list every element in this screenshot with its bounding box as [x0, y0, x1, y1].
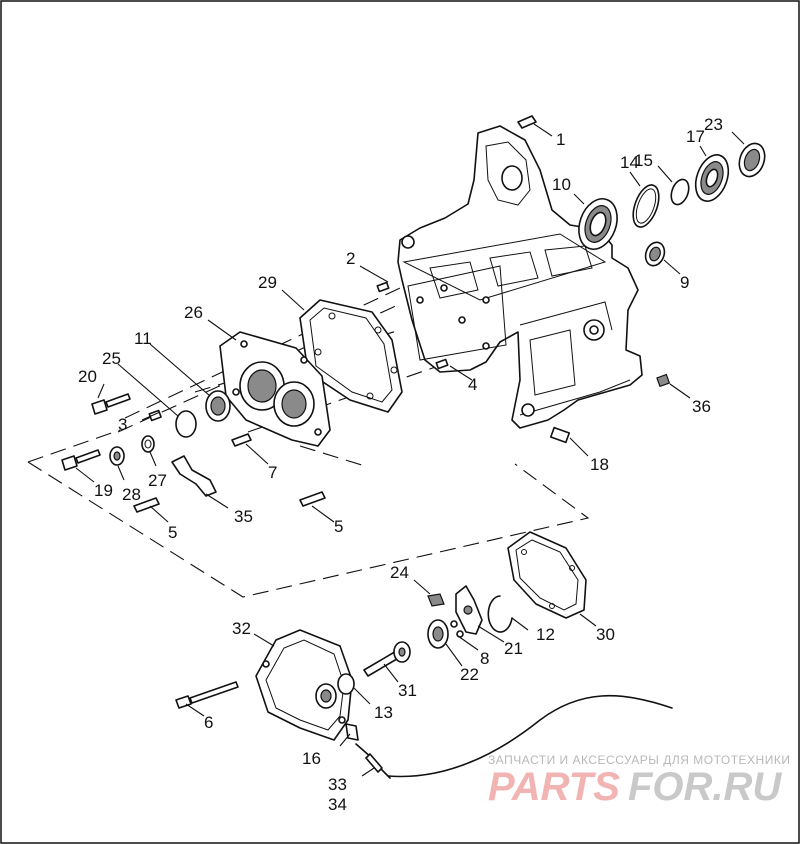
callout-14: 14	[620, 153, 639, 172]
part-10-bearing	[578, 198, 618, 250]
callout-30: 30	[596, 625, 615, 644]
part-30-gasket	[507, 531, 587, 619]
callout-labels: 1 2 3 4 5 5 6 7 8 9 10 11 12 13 14 15 16…	[78, 115, 723, 814]
callout-28: 28	[122, 485, 141, 504]
part-8-detent-ball	[450, 620, 464, 638]
callout-13: 13	[374, 703, 393, 722]
callout-25: 25	[102, 349, 121, 368]
part-21-lever	[455, 585, 483, 635]
callout-19: 19	[94, 481, 113, 500]
part-7-screw	[231, 433, 252, 447]
part-27-ring	[141, 435, 155, 453]
callout-6: 6	[204, 713, 213, 732]
callout-35: 35	[234, 507, 253, 526]
part-5-screw-right	[299, 491, 326, 507]
part-5-screw-left	[133, 497, 160, 513]
callout-16: 16	[302, 749, 321, 768]
callout-31: 31	[398, 681, 417, 700]
part-12-retaining-ring	[487, 595, 513, 633]
callout-1: 1	[556, 130, 565, 149]
callout-34: 34	[328, 795, 347, 814]
callout-12: 12	[536, 625, 555, 644]
callout-27: 27	[148, 471, 167, 490]
part-16-fitting	[345, 723, 359, 741]
callout-2: 2	[346, 249, 355, 268]
callout-23: 23	[704, 115, 723, 134]
callout-29: 29	[258, 273, 277, 292]
part-9-bushing	[644, 241, 666, 267]
part-17-seal	[694, 154, 730, 202]
callout-8: 8	[480, 649, 489, 668]
part-19-bolt	[61, 449, 101, 471]
part-6-bolt	[175, 681, 239, 709]
callout-24: 24	[390, 563, 409, 582]
watermark: ЗАПЧАСТИ И АКСЕССУАРЫ ДЛЯ МОТОТЕХНИКИ PA…	[488, 753, 790, 809]
callout-18: 18	[590, 455, 609, 474]
part-36-plug	[656, 373, 671, 388]
part-28-washer	[109, 446, 125, 466]
part-11-bearing	[205, 390, 231, 422]
callout-7: 7	[268, 463, 277, 482]
part-20-bolt	[91, 393, 131, 415]
leader-lines	[75, 123, 745, 777]
callout-10: 10	[552, 175, 571, 194]
part-35-bracket	[171, 455, 217, 497]
part-32-top-cover	[255, 629, 353, 741]
part-13-o-ring	[337, 673, 355, 695]
part-33-34-cable	[355, 694, 673, 779]
callout-20: 20	[78, 367, 97, 386]
callout-5-right: 5	[334, 517, 343, 536]
callout-32: 32	[232, 619, 251, 638]
watermark-caption: ЗАПЧАСТИ И АКСЕССУАРЫ ДЛЯ МОТОТЕХНИКИ	[488, 753, 790, 767]
part-25-o-ring	[175, 410, 197, 438]
callout-26: 26	[184, 303, 203, 322]
part-1-dowel	[517, 115, 537, 129]
callout-33: 33	[328, 775, 347, 794]
part-15-o-ring	[670, 178, 690, 206]
callout-4: 4	[468, 375, 477, 394]
callout-17: 17	[686, 127, 705, 146]
part-2-pin	[376, 281, 390, 293]
callout-21: 21	[504, 639, 523, 658]
callout-9: 9	[680, 273, 689, 292]
part-18-dowel	[549, 426, 571, 444]
watermark-logo-right: FOR.RU	[628, 765, 782, 809]
callout-5-left: 5	[168, 523, 177, 542]
part-22-washer	[427, 619, 449, 649]
callout-22: 22	[460, 665, 479, 684]
callout-3: 3	[118, 415, 127, 434]
part-4-pin	[435, 358, 449, 370]
part-26-side-door	[219, 331, 331, 447]
callout-36: 36	[692, 397, 711, 416]
part-23-spacer	[738, 142, 766, 178]
part-14-retaining-ring	[632, 184, 660, 228]
part-24-screw	[427, 593, 445, 607]
watermark-logo-left: PARTS	[488, 765, 620, 809]
part-31-plunger	[363, 641, 411, 677]
callout-15: 15	[634, 151, 653, 170]
callout-11: 11	[134, 329, 152, 348]
